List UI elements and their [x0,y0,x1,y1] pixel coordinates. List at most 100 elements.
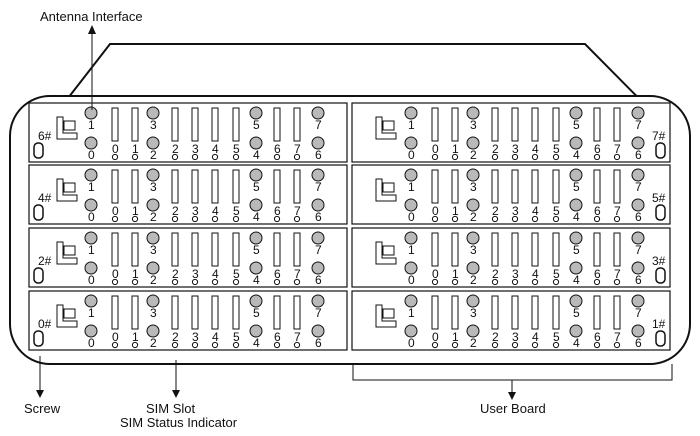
sim-holder-card [63,308,76,319]
sim-slot-label: 5 [553,267,560,281]
sim-slot-label: 0 [112,204,119,218]
sim-slot-label: 7 [294,330,301,344]
sim-slot [613,232,621,267]
antenna-connector-icon [569,106,583,120]
sim-status-led [111,153,119,161]
antenna-port-label: 7 [315,118,322,132]
antenna-port-label: 1 [408,118,415,132]
antenna-port-label: 2 [150,210,157,224]
sim-slot-label: 4 [212,267,219,281]
screw-icon [33,142,44,159]
sim-status-led [531,278,539,286]
sim-slot-label: 7 [294,142,301,156]
sim-slot-label: 2 [492,142,499,156]
antenna-port-label: 4 [253,210,260,224]
antenna-connector-icon [404,324,418,338]
sim-status-led [491,215,499,223]
sim-status-led [131,278,139,286]
antenna-connector-icon [84,294,98,308]
sim-slot-label: 0 [112,330,119,344]
sim-status-led [613,215,621,223]
antenna-port-label: 3 [470,118,477,132]
sim-slot-label: 7 [614,330,621,344]
sim-status-led [511,278,519,286]
sim-holder-icon [56,241,78,265]
sim-slot [431,232,439,267]
sim-slot-label: 2 [172,142,179,156]
sim-holder-card [63,120,76,131]
sim-slot [273,169,281,204]
sim-slot [111,107,119,142]
antenna-connector-icon [146,168,160,182]
antenna-connector-icon [569,261,583,275]
antenna-port-label: 4 [573,210,580,224]
sim-slot-label: 7 [294,204,301,218]
antenna-connector-icon [466,261,480,275]
sim-status-led [293,215,301,223]
antenna-port-label: 2 [470,336,477,350]
board-number: 6# [38,129,52,143]
antenna-connector-icon [631,198,645,212]
sim-slot-label: 1 [132,330,139,344]
antenna-port-label: 1 [408,306,415,320]
sim-status-led [293,278,301,286]
antenna-port-label: 4 [573,273,580,287]
antenna-port-label: 1 [88,306,95,320]
antenna-port-label: 3 [470,243,477,257]
antenna-port-label: 2 [150,336,157,350]
user-board-callout-arrow [508,392,516,400]
antenna-port-label: 6 [635,273,642,287]
antenna-port-label: 6 [635,148,642,162]
sim-slot-label: 0 [432,267,439,281]
sim-status-led [111,215,119,223]
sim-status-led [593,341,601,349]
antenna-port-label: 4 [573,148,580,162]
sim-status-led [191,278,199,286]
sim-slot [451,169,459,204]
board-number: 5# [652,191,666,205]
sim-slot-label: 3 [512,142,519,156]
screw-icon [33,204,44,221]
board-number: 1# [652,317,666,331]
sim-slot [111,232,119,267]
sim-status-led [613,153,621,161]
sim-slot-label: 1 [132,142,139,156]
antenna-port-label: 6 [315,336,322,350]
antenna-port-label: 2 [470,148,477,162]
antenna-connector-icon [84,136,98,150]
antenna-port-label: 5 [573,243,580,257]
antenna-connector-icon [249,198,263,212]
sim-slot-label: 3 [512,204,519,218]
antenna-connector-icon [146,136,160,150]
antenna-connector-icon [146,324,160,338]
sim-slot-label: 1 [132,267,139,281]
sim-slot [531,232,539,267]
sim-slot [171,107,179,142]
board-frame [351,227,671,288]
antenna-port-label: 6 [635,336,642,350]
sim-status-led [211,215,219,223]
sim-slot [293,295,301,330]
antenna-connector-icon [84,261,98,275]
sim-slot [111,295,119,330]
sim-slot-label: 5 [233,142,240,156]
sim-holder-card [382,182,395,193]
sim-slot-label: 4 [532,330,539,344]
sim-status-led [191,153,199,161]
antenna-connector-icon [466,294,480,308]
sim-slot-label: 0 [432,330,439,344]
sim-slot-label: 0 [432,142,439,156]
antenna-connector-icon [404,198,418,212]
board-frame [351,290,671,351]
sim-slot-label: 5 [233,267,240,281]
board-number: 4# [38,191,52,205]
sim-slot [613,295,621,330]
sim-status-led [451,341,459,349]
sim-status-led [232,341,240,349]
antenna-port-label: 3 [470,306,477,320]
sim-slot [511,169,519,204]
sim-status-led [531,153,539,161]
antenna-port-label: 4 [253,273,260,287]
antenna-connector-icon [311,168,325,182]
sim-slot-label: 3 [512,330,519,344]
